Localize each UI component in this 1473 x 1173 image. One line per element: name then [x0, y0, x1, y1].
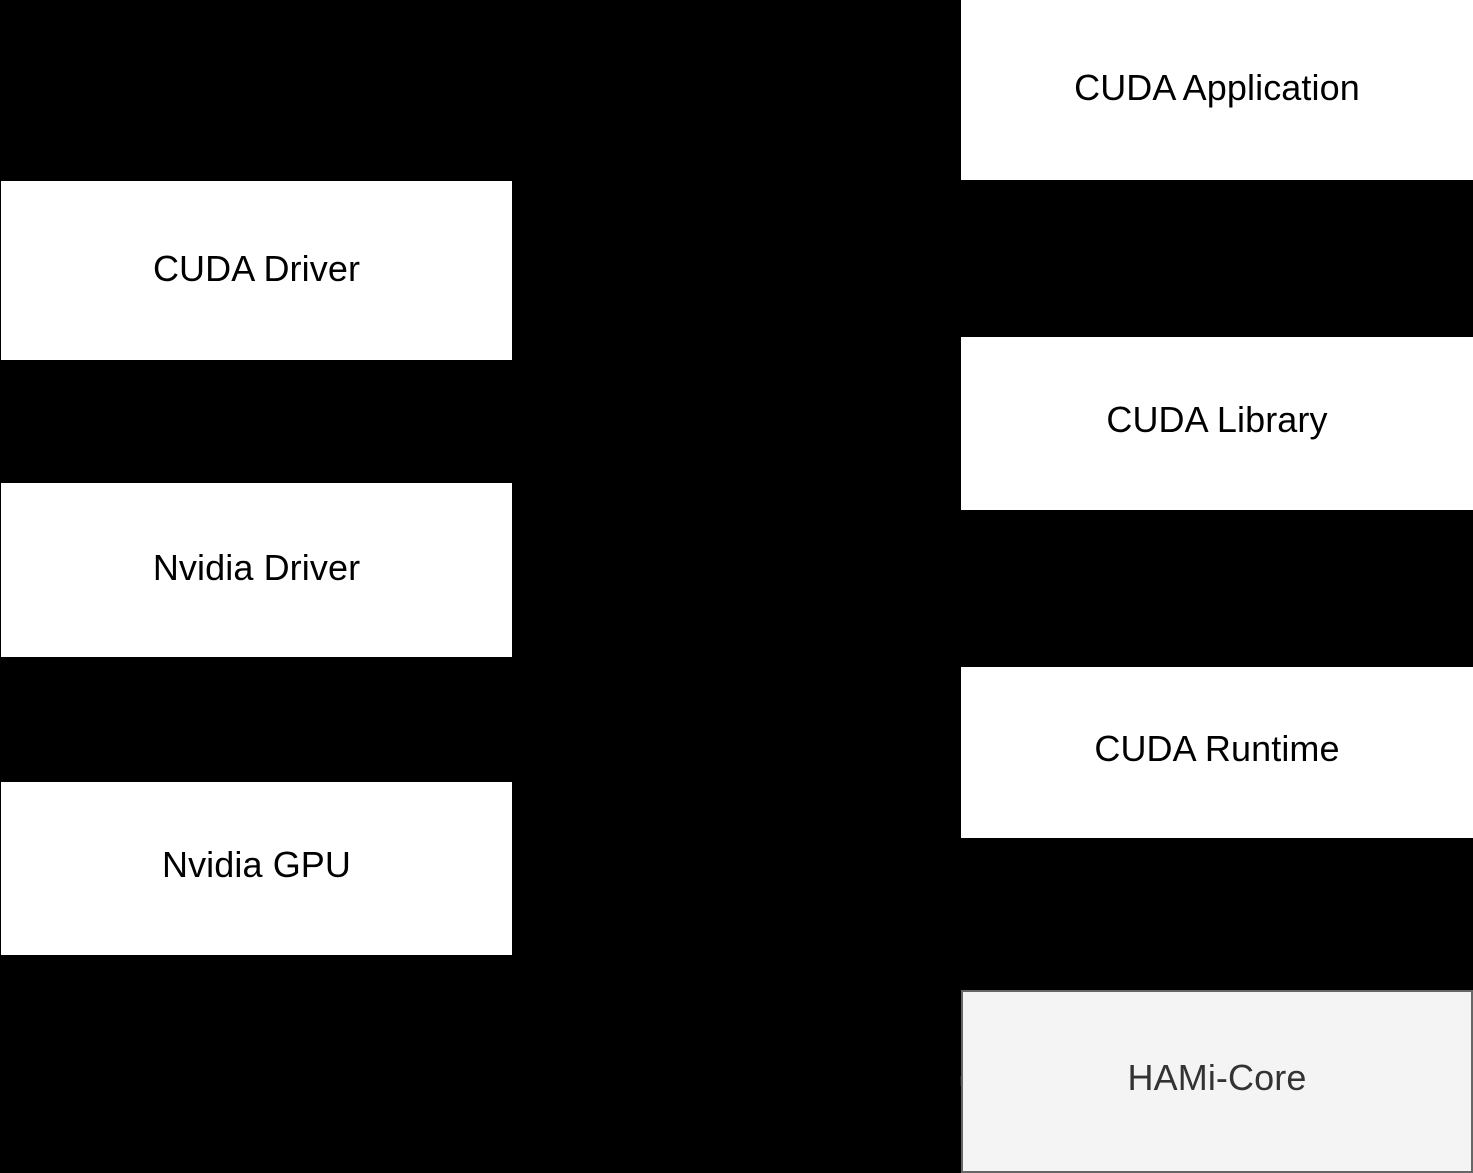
node-nvidia-gpu-label: Nvidia GPU [161, 844, 352, 886]
node-hami-core-label: HAMi-Core [1127, 1057, 1307, 1099]
node-hami-core[interactable]: HAMi-Core [961, 990, 1473, 1173]
node-cuda-application-label: CUDA Application [1074, 67, 1360, 109]
node-cuda-runtime[interactable]: CUDA Runtime [961, 667, 1473, 838]
node-nvidia-driver-label: Nvidia Driver [152, 546, 361, 588]
node-cuda-library[interactable]: CUDA Library [961, 337, 1473, 510]
node-nvidia-driver[interactable]: Nvidia Driver [1, 483, 512, 657]
node-cuda-library-label: CUDA Library [1106, 399, 1328, 441]
node-cuda-driver[interactable]: CUDA Driver [1, 181, 512, 360]
node-nvidia-gpu[interactable]: Nvidia GPU [1, 782, 512, 955]
node-cuda-driver-label: CUDA Driver [152, 248, 361, 290]
node-cuda-runtime-label: CUDA Runtime [1094, 728, 1340, 770]
node-cuda-application[interactable]: CUDA Application [961, 0, 1473, 180]
